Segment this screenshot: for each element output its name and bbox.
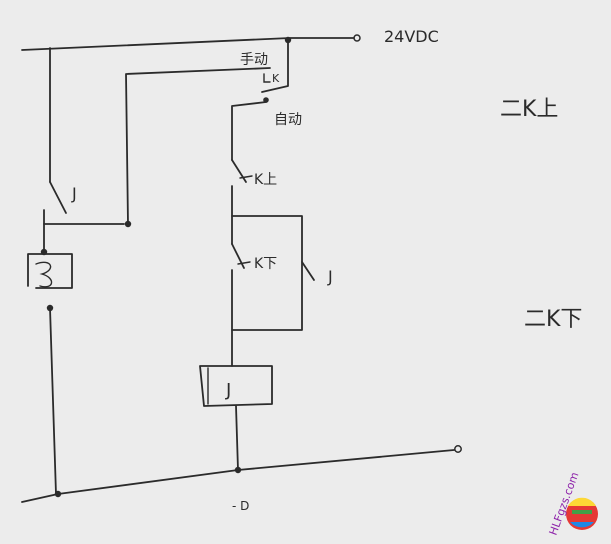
auto-output-wire <box>231 101 267 161</box>
supply-positive-terminal <box>353 34 361 42</box>
manual-contact-mark <box>263 73 271 83</box>
limit-down-contact-tick <box>237 261 251 265</box>
left-load-box <box>27 253 73 289</box>
manual-auto-switch-arm <box>261 37 289 93</box>
watermark-ball-stripe-blue <box>570 522 594 528</box>
supply-voltage-label: 24VDC <box>384 27 439 46</box>
bottom-mark: - D <box>232 499 249 513</box>
relay-coil-label: J <box>225 380 231 401</box>
supply-negative-terminal <box>454 445 462 453</box>
junction-dot-bottom-left <box>54 490 62 498</box>
auto-label: 自动 <box>274 112 302 128</box>
switch-k-label: K <box>272 72 280 85</box>
seal-in-wire <box>125 67 271 225</box>
limit-up-contact <box>231 159 247 183</box>
parallel-bypass-loop <box>231 215 303 331</box>
relay-coil-box <box>199 365 273 407</box>
left-load-symbol <box>35 261 53 288</box>
note-up-label: 二K上 <box>500 97 558 122</box>
relay-contact-right-label: J <box>327 267 333 286</box>
limit-up-label: K上 <box>254 172 277 188</box>
relay-contact-left-label: J <box>71 184 77 203</box>
left-wire-lower <box>49 307 57 495</box>
note-down-label: 二K下 <box>524 307 582 332</box>
wire-coil-to-bottom <box>235 405 239 471</box>
limit-down-label: K下 <box>254 256 277 272</box>
bottom-return-rail <box>21 449 455 503</box>
junction-dot-left-coil-top <box>40 248 48 256</box>
manual-label: 手动 <box>240 52 268 68</box>
limit-up-contact-tick <box>239 175 253 179</box>
relay-contact-j-left <box>49 181 67 214</box>
watermark-ball-stripe-yellow <box>568 497 596 506</box>
relay-contact-j-right <box>301 261 315 281</box>
junction-dot-switch-top <box>284 36 292 44</box>
